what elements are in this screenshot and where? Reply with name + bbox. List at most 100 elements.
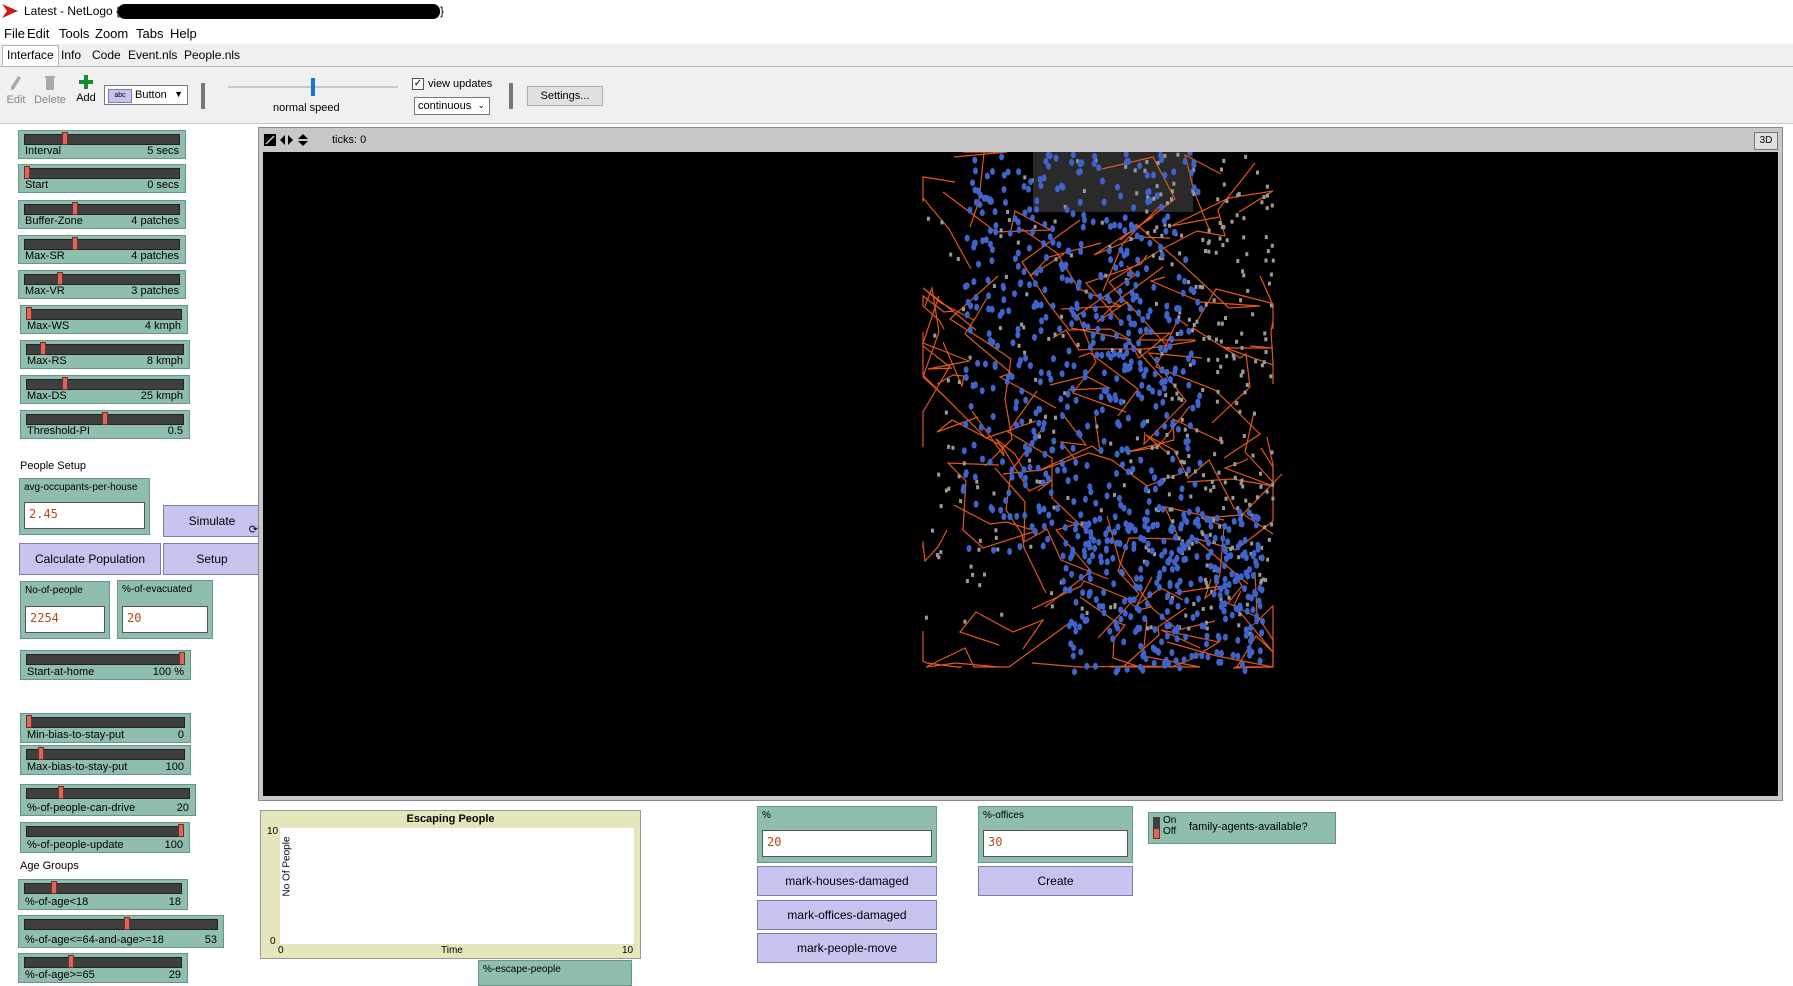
menu-bar: File Edit Tools Zoom Tabs Help (0, 24, 1793, 44)
widget-type-dropdown[interactable]: abc Button ▼ (104, 85, 188, 105)
slider-knob[interactable] (26, 307, 32, 320)
age-groups-label: Age Groups (20, 860, 79, 872)
menu-zoom[interactable]: Zoom (95, 26, 129, 41)
slider-value: 100 (165, 761, 184, 773)
slider-value: 18 (168, 896, 181, 908)
y-tick-min: 0 (270, 936, 276, 947)
tab-info[interactable]: Info (61, 48, 82, 62)
add-tool[interactable]: Add (73, 75, 99, 104)
slider-max-rs[interactable]: Max-RS 8 kmph (20, 340, 190, 369)
slider-min-bias[interactable]: Min-bias-to-stay-put 0 (20, 713, 191, 743)
no-of-people-field[interactable]: 2254 (25, 606, 105, 633)
slider-knob[interactable] (57, 272, 63, 285)
window-titlebar: Latest - NetLogo { } (0, 0, 1793, 24)
avg-occupants-field[interactable]: 2.45 (24, 502, 145, 529)
tab-people-nls[interactable]: People.nls (184, 48, 241, 62)
tab-interface[interactable]: Interface (2, 45, 59, 66)
slider-knob[interactable] (68, 955, 75, 968)
slider-label: Threshold-PI (27, 425, 90, 437)
slider-knob[interactable] (62, 377, 69, 390)
slider-buffer-zone[interactable]: Buffer-Zone 4 patches (18, 200, 186, 229)
mark-offices-damaged-button[interactable]: mark-offices-damaged (757, 900, 937, 930)
map-layer (922, 152, 1283, 676)
slider-knob[interactable] (102, 412, 108, 425)
view-control-bar: ticks: 0 3D (259, 128, 1782, 152)
slider-max-ws[interactable]: Max-WS 4 kmph (20, 305, 188, 334)
slider-knob[interactable] (72, 202, 78, 215)
slider-start[interactable]: Start 0 secs (18, 164, 186, 193)
slider-knob[interactable] (178, 824, 184, 837)
slider-knob[interactable] (72, 237, 78, 250)
settings-button[interactable]: Settings... (527, 86, 603, 106)
slider-interval[interactable]: Interval 5 secs (18, 130, 186, 159)
pct-evacuated-field[interactable]: 20 (122, 606, 208, 633)
slider-track (24, 204, 180, 215)
slider-age-mid[interactable]: %-of-age<=64-and-age>=18 53 (18, 915, 224, 948)
view-updates-checkbox[interactable]: ✓ (412, 78, 424, 90)
slider-knob[interactable] (51, 881, 58, 894)
slider-label: Min-bias-to-stay-put (27, 729, 125, 741)
slider-value: 100 % (152, 666, 184, 678)
update-mode-dropdown[interactable]: continuous ⌄ (414, 97, 490, 115)
switch-knob[interactable] (1153, 828, 1160, 839)
menu-help[interactable]: Help (170, 26, 197, 41)
edit-tool[interactable]: Edit (4, 75, 28, 106)
slider-knob[interactable] (38, 747, 45, 760)
pct-field[interactable]: 20 (762, 830, 932, 857)
mark-houses-damaged-button[interactable]: mark-houses-damaged (757, 866, 937, 896)
delete-tool[interactable]: Delete (33, 75, 67, 106)
slider-threshold-pi[interactable]: Threshold-PI 0.5 (20, 410, 190, 439)
menu-tools[interactable]: Tools (59, 26, 90, 41)
forever-icon: ⟳ (248, 524, 258, 536)
slider-age-ge65[interactable]: %-of-age>=65 29 (18, 953, 188, 983)
slider-can-drive[interactable]: %-of-people-can-drive 20 (20, 784, 196, 816)
slider-knob[interactable] (61, 132, 68, 145)
slider-knob[interactable] (57, 786, 64, 799)
slider-label: Max-VR (25, 285, 65, 297)
monitor-label: %-escape-people (483, 964, 561, 975)
edit-label: Edit (6, 94, 26, 106)
setup-button[interactable]: Setup (163, 543, 261, 575)
slider-knob[interactable] (39, 342, 46, 355)
world-view[interactable] (263, 152, 1778, 796)
menu-tabs[interactable]: Tabs (136, 26, 164, 41)
button-widget-icon: abc (108, 89, 132, 103)
slider-label: Start (25, 179, 49, 191)
slider-label: %-of-age>=65 (25, 969, 95, 981)
slider-knob[interactable] (179, 652, 185, 665)
slider-track (24, 239, 180, 250)
menu-file[interactable]: File (4, 26, 25, 41)
simulate-button[interactable]: Simulate ⟳ (163, 505, 261, 537)
slider-start-at-home[interactable]: Start-at-home 100 % (20, 650, 191, 680)
calculate-population-button[interactable]: Calculate Population (19, 543, 161, 575)
slider-knob[interactable] (24, 166, 30, 179)
switch-family-agents[interactable]: On Off family-agents-available? (1148, 812, 1336, 844)
3d-button[interactable]: 3D (1754, 132, 1778, 150)
slider-knob[interactable] (123, 917, 130, 930)
slider-max-ds[interactable]: Max-DS 25 kmph (20, 375, 190, 404)
slider-knob[interactable] (26, 715, 32, 728)
slider-track (26, 826, 184, 837)
slider-label: %-of-age<=64-and-age>=18 (25, 934, 164, 946)
add-label: Add (76, 92, 96, 104)
slider-age-lt18[interactable]: %-of-age<18 18 (18, 879, 188, 910)
view-resize-icons[interactable] (264, 133, 310, 147)
tab-code[interactable]: Code (92, 48, 121, 62)
slider-label: %-of-age<18 (25, 896, 89, 908)
slider-max-sr[interactable]: Max-SR 4 patches (18, 235, 186, 264)
pct-offices-field[interactable]: 30 (983, 830, 1128, 857)
x-tick-max: 10 (622, 945, 634, 956)
tab-event-nls[interactable]: Event.nls (128, 48, 178, 62)
create-button[interactable]: Create (978, 866, 1133, 896)
redacted-path (118, 4, 440, 19)
slider-max-vr[interactable]: Max-VR 3 patches (18, 270, 186, 299)
menu-edit[interactable]: Edit (27, 26, 50, 41)
mark-people-move-button[interactable]: mark-people-move (757, 933, 937, 963)
slider-max-bias[interactable]: Max-bias-to-stay-put 100 (20, 745, 191, 775)
slider-value: 100 (164, 839, 183, 851)
input-pct: % 20 (757, 806, 937, 863)
slider-value: 3 patches (131, 285, 179, 297)
speed-slider-knob[interactable] (311, 78, 315, 96)
slider-value: 4 kmph (144, 320, 181, 332)
slider-people-update[interactable]: %-of-people-update 100 (20, 822, 190, 853)
